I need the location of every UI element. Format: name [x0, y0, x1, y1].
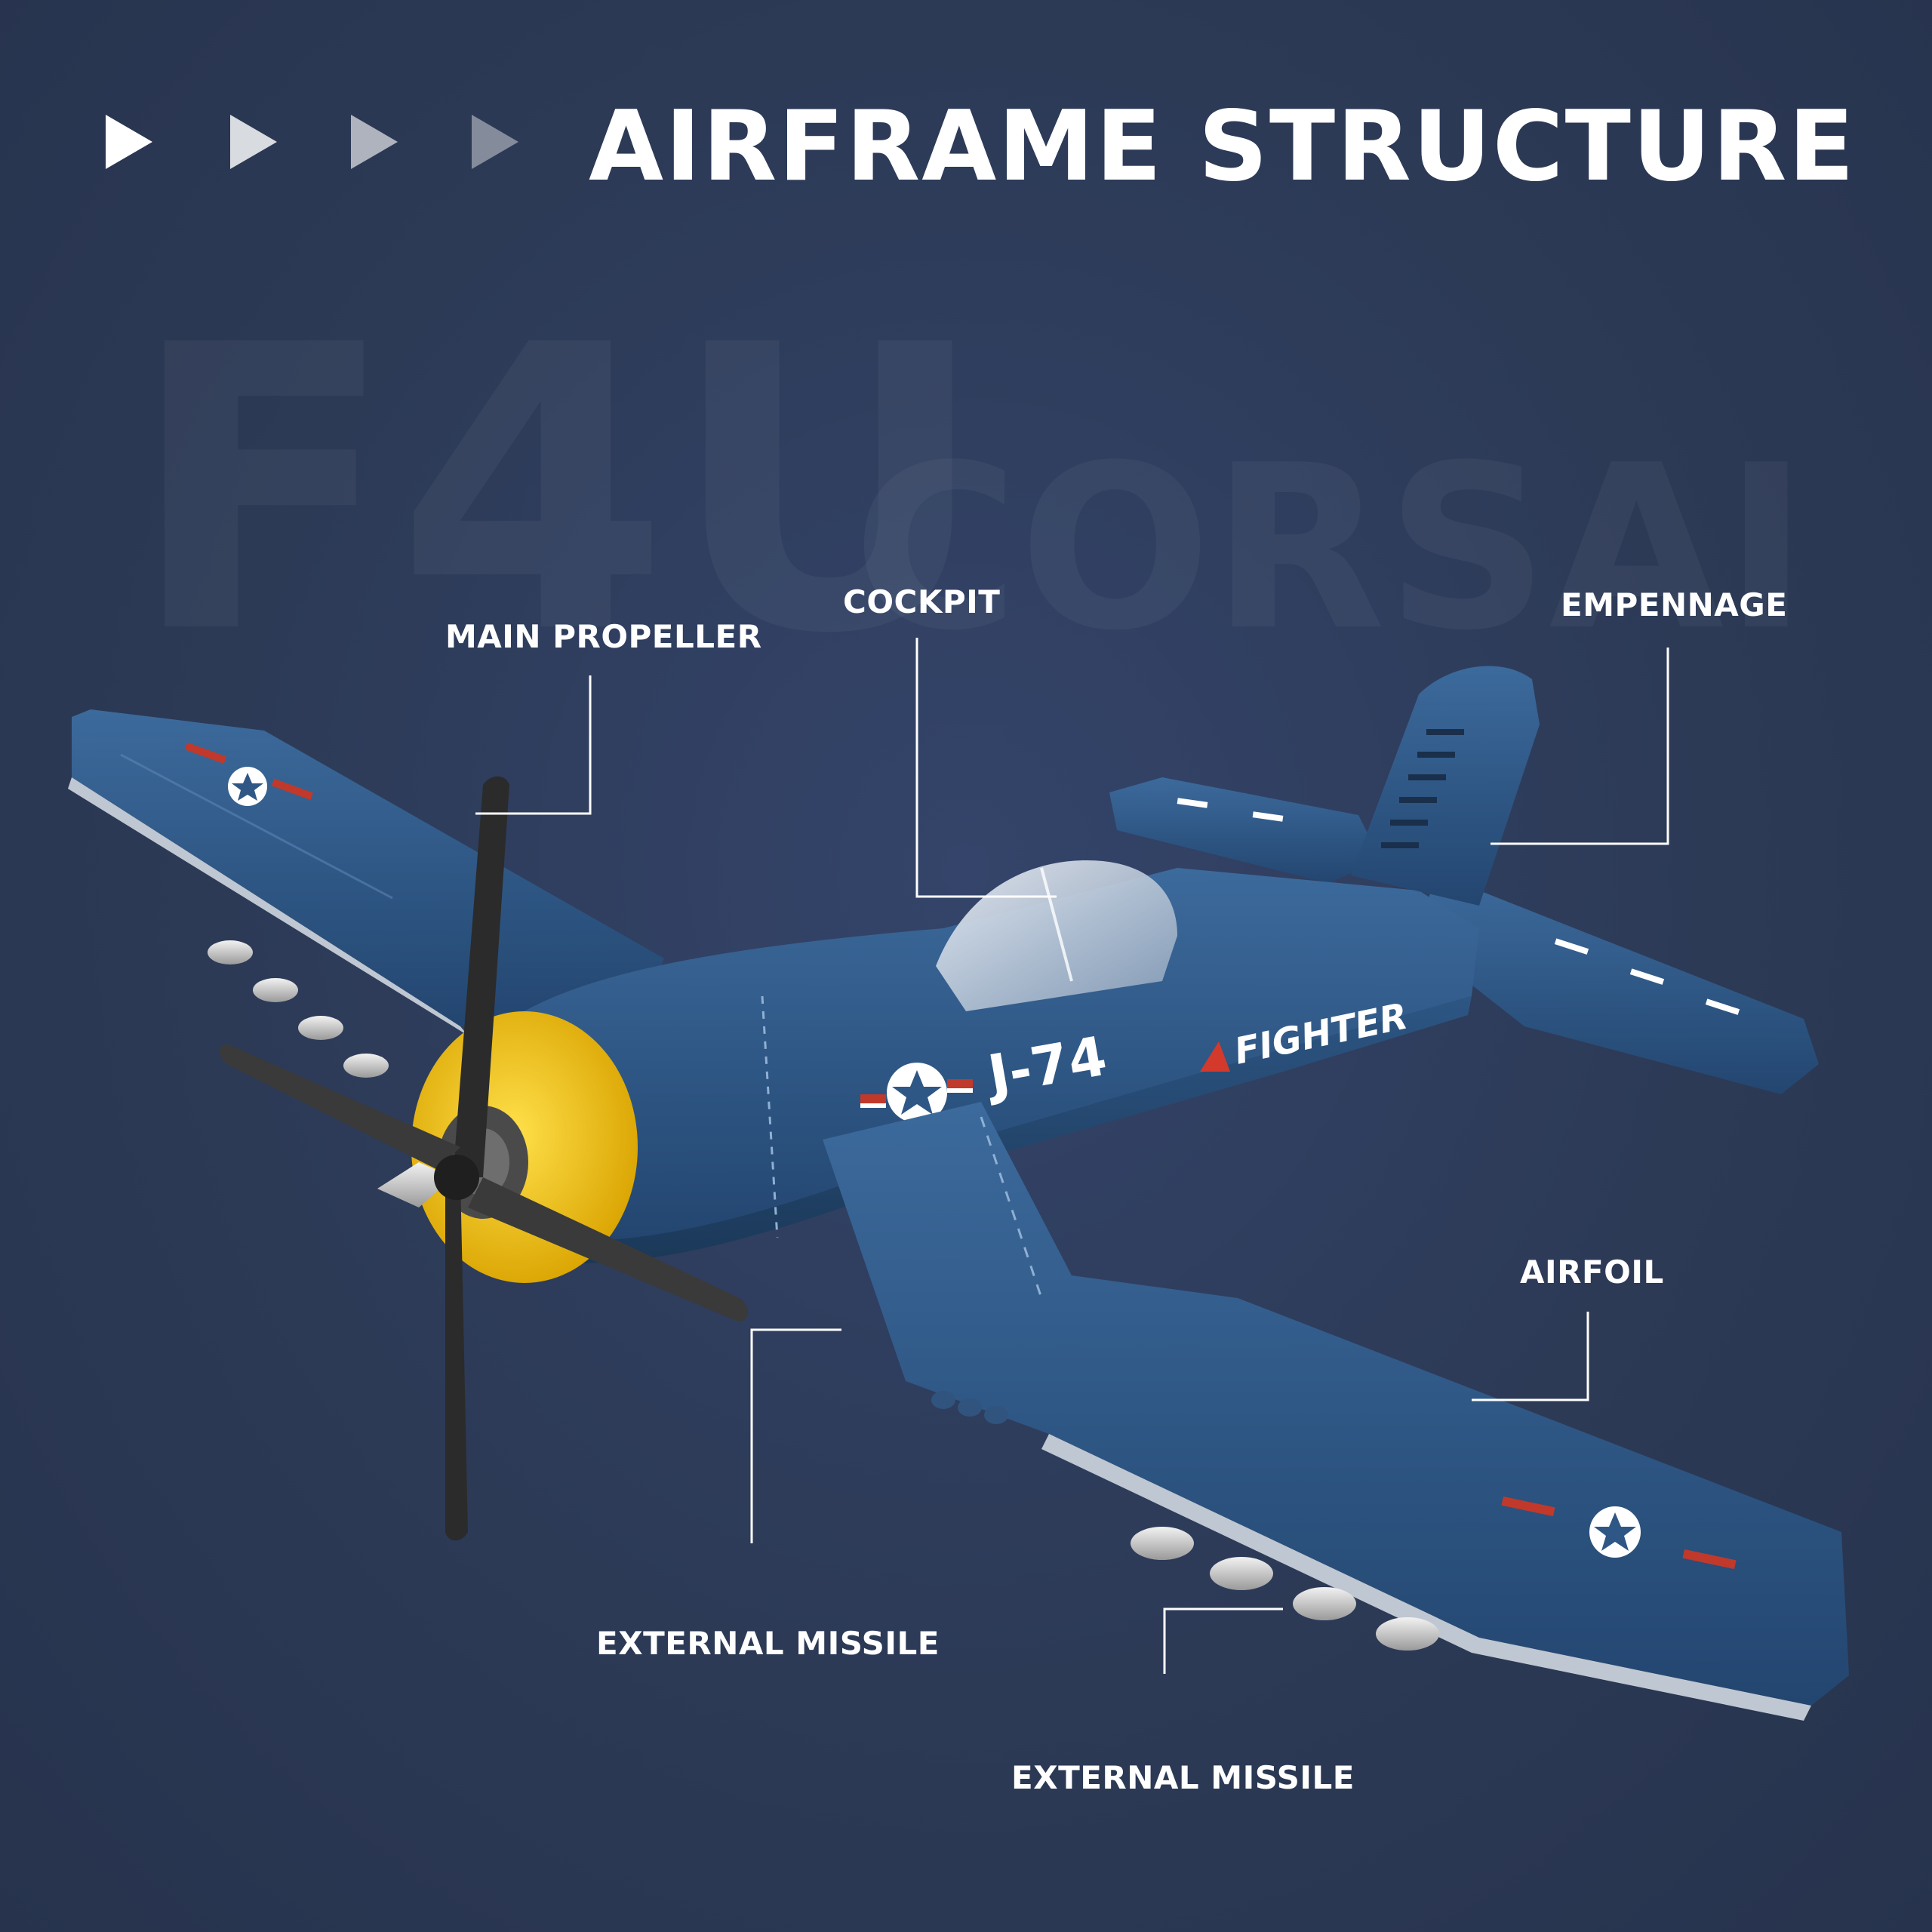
fuselage: J-74 FIGHTER: [461, 868, 1480, 1263]
watermark-name: CORSAIR: [853, 417, 1819, 672]
callout-airfoil: AIRFOIL: [1520, 1254, 1664, 1291]
leader-line-propeller: [475, 675, 592, 815]
leader-line-missile-right: [1163, 1607, 1283, 1674]
left-wing-missiles: [208, 940, 389, 1078]
leader-line-empennage: [1491, 648, 1669, 845]
leader-lines: [475, 638, 1669, 1674]
callout-external-missile-left: EXTERNAL MISSILE: [596, 1625, 940, 1662]
watermark: F4U CORSAIR: [128, 262, 1819, 672]
decorative-arrows: [106, 115, 528, 175]
leader-line-airfoil: [1472, 1312, 1589, 1401]
left-wing: [68, 709, 664, 1078]
leader-line-missile-left: [750, 1328, 841, 1543]
callout-empennage: EMPENNAGE: [1561, 586, 1788, 623]
play-arrow-icon: [351, 115, 398, 169]
page-title: AIRFRAME STRUCTURE: [589, 91, 1856, 203]
leader-line-cockpit: [915, 638, 1057, 898]
watermark-model: F4U: [128, 262, 988, 672]
vertical-tail: [1351, 666, 1540, 906]
callout-main-propeller: MAIN PROPELLER: [445, 618, 762, 655]
play-arrow-icon: [106, 115, 152, 169]
underwing-pods: [931, 1391, 1008, 1424]
callout-external-missile-right: EXTERNAL MISSILE: [1011, 1759, 1355, 1796]
play-arrow-icon: [230, 115, 277, 169]
callout-cockpit: COCKPIT: [843, 583, 1001, 620]
main-propeller: [219, 776, 749, 1541]
horizontal-stabilizer: [1109, 777, 1819, 1094]
play-arrow-icon: [472, 115, 518, 169]
cockpit-canopy: [936, 860, 1177, 1011]
right-wing-missiles: [1131, 1527, 1439, 1651]
right-wing: [823, 1102, 1849, 1721]
